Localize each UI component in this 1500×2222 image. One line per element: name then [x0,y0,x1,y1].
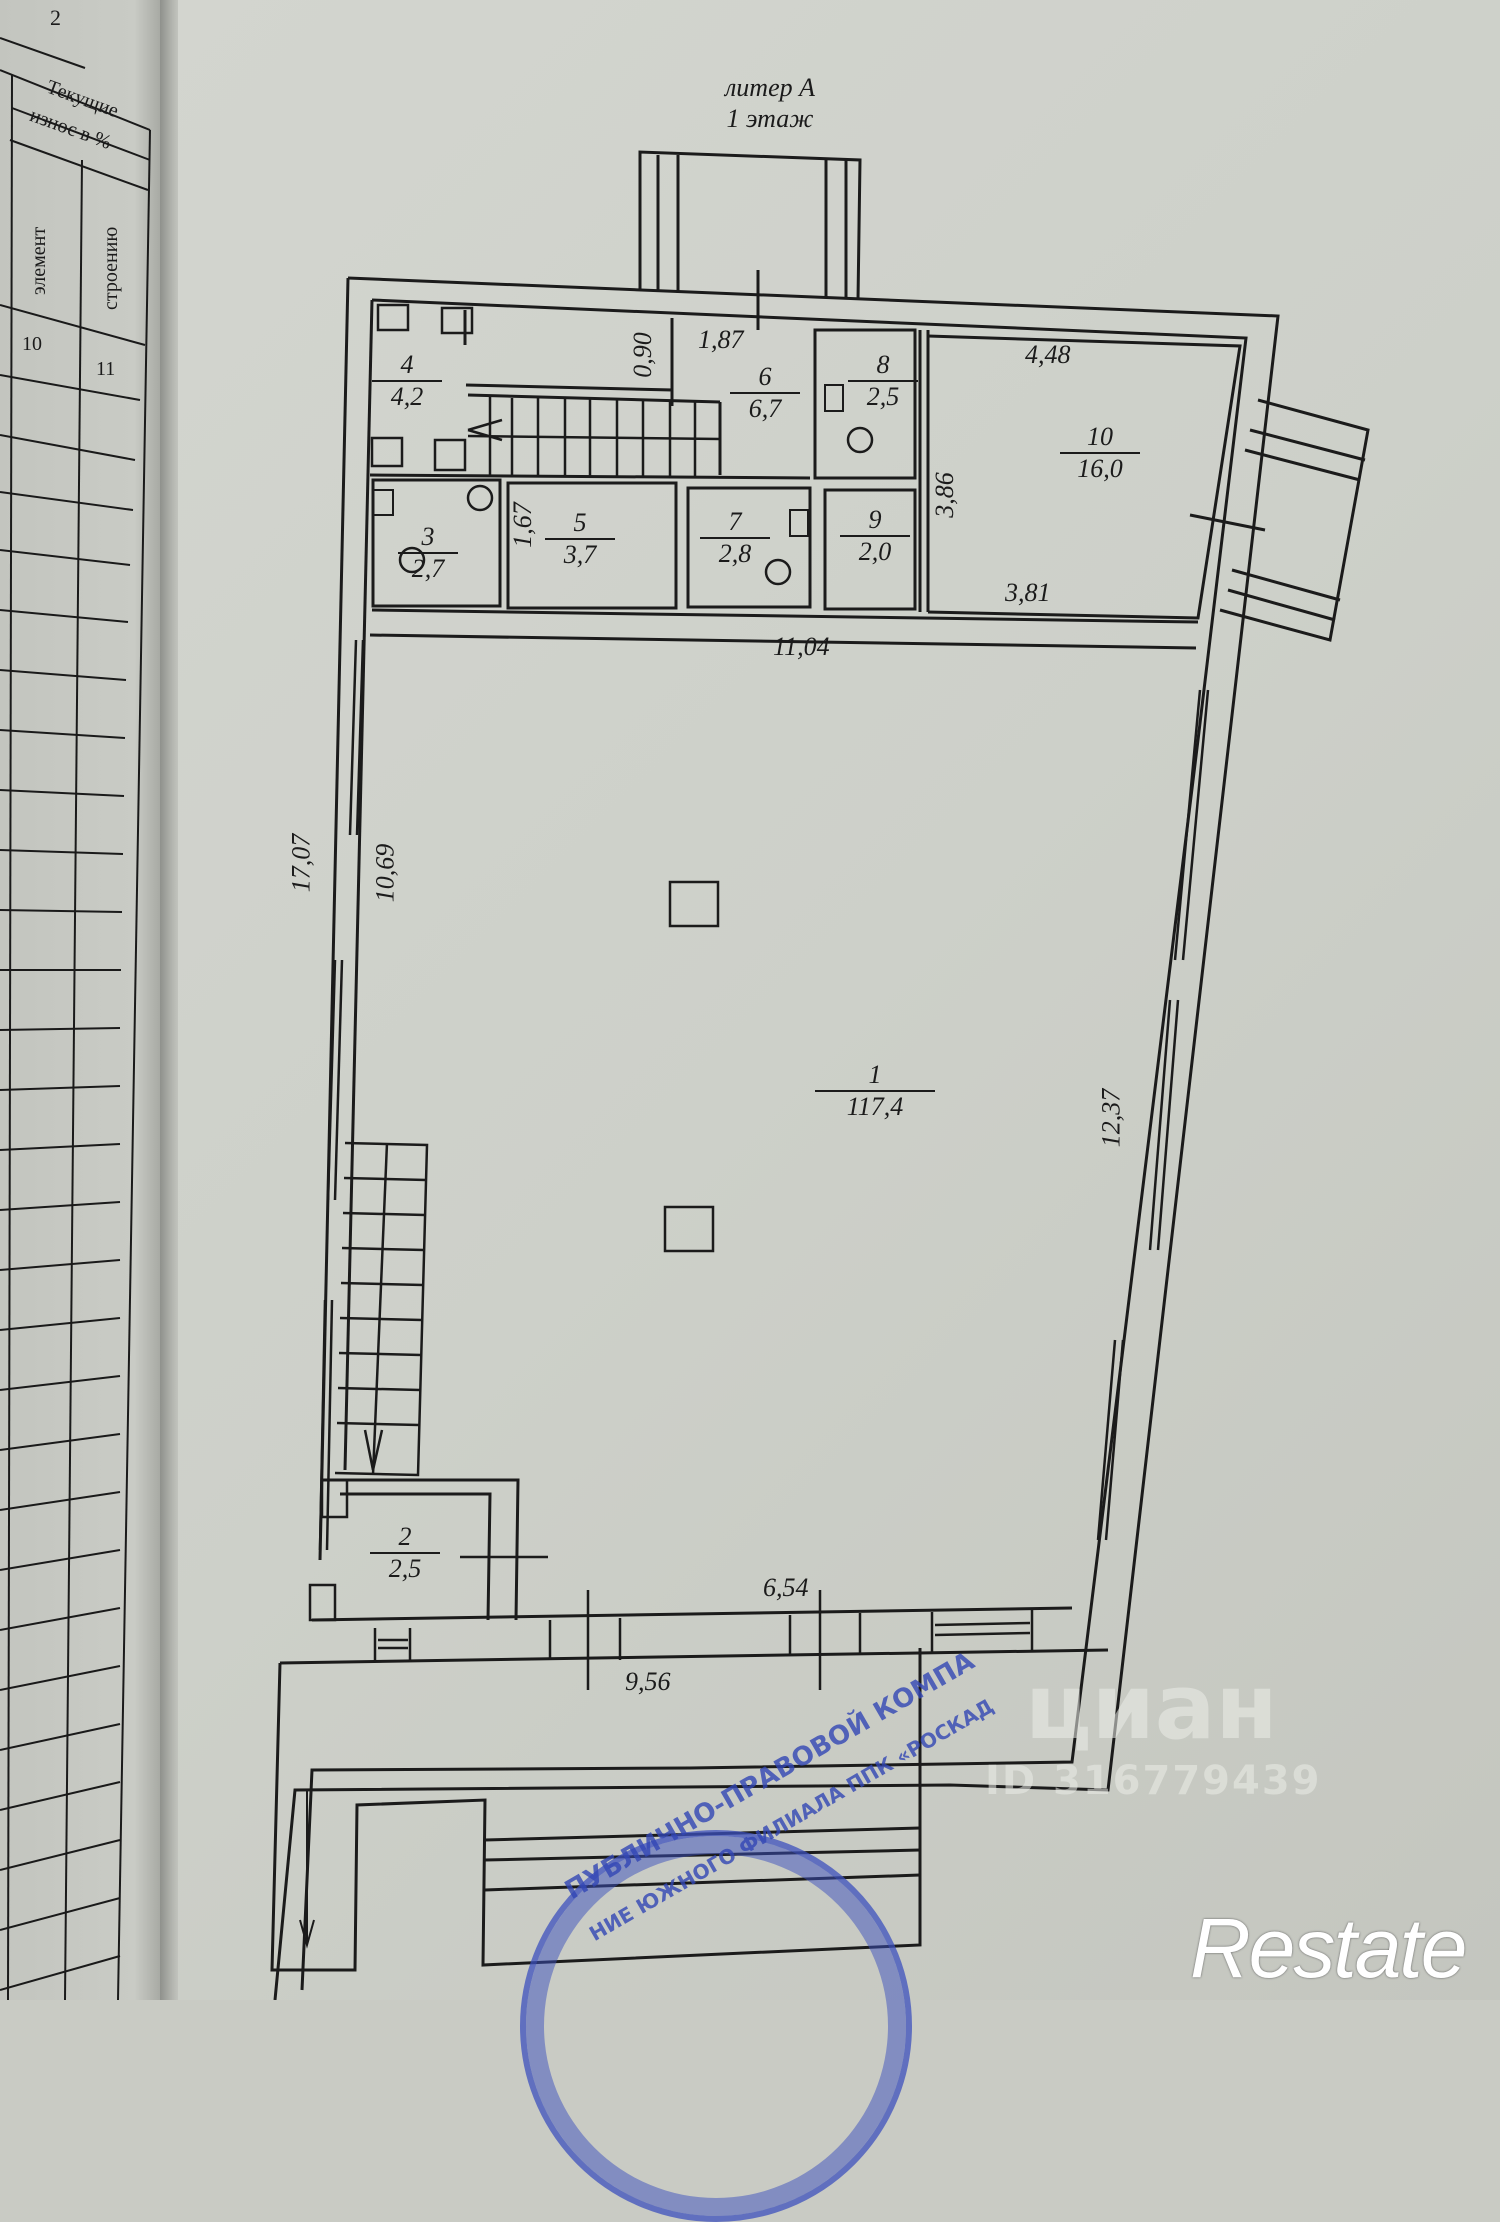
dimension-3-81: 3,81 [1005,578,1051,607]
drawing-title-liter: литер А [724,73,816,102]
dimension-1-67: 1,67 [507,502,537,548]
room-number: 5 [545,508,615,540]
room-number: 9 [840,505,910,537]
floor-plan-page [178,0,1500,2000]
room-area: 2,8 [718,539,752,568]
room-number: 8 [848,350,918,382]
room-area: 2,5 [866,382,900,411]
room-number: 2 [370,1522,440,1554]
left-staircase [334,1141,429,1477]
room-number: 4 [372,350,442,382]
dimension-6-54: 6,54 [763,1573,809,1602]
dimension-17-07: 17,07 [286,833,316,893]
cian-listing-id: ID 316779439 [985,1758,1322,1804]
cian-watermark: циан [1025,1655,1278,1760]
room-number: 7 [700,507,770,539]
dimension-0-90: 0,90 [627,332,657,378]
dimension-12-37: 12,37 [1096,1088,1126,1148]
page-number: 2 [50,5,61,30]
room-area: 2,0 [858,537,892,566]
left-table-grid [0,37,151,2000]
room-area: 3,7 [563,540,597,569]
room-area: 4,2 [390,382,424,411]
outer-wall [273,276,1280,2000]
dimension-10-69: 10,69 [370,843,400,903]
room-number: 3 [398,522,458,554]
dimension-4-48: 4,48 [1025,340,1071,369]
restate-logo: Restate [1190,1901,1467,1995]
room-area: 2,5 [388,1554,422,1583]
floor-plan-drawing [270,150,1370,2000]
room-area: 2,7 [411,554,445,583]
dimension-3-86: 3,86 [929,472,959,518]
dimension-9-56: 9,56 [625,1667,671,1696]
drawing-title-floor: 1 этаж [726,104,814,133]
room-number: 10 [1060,422,1140,454]
room-area: 16,0 [1077,454,1123,483]
dimension-11-04: 11,04 [773,632,830,661]
dimension-1-87: 1,87 [698,325,744,354]
top-entrance-porch [638,150,862,330]
room-number: 6 [730,362,800,394]
column-number-10: 10 [22,333,42,355]
left-page-table: 2 Текущие износ в % элемент строению 10 … [0,0,168,2000]
room-area: 6,7 [748,394,782,423]
right-side-porch [1189,398,1370,642]
room-number: 1 [815,1060,935,1092]
room-area: 117,4 [846,1092,904,1121]
column-number-11: 11 [96,358,116,380]
